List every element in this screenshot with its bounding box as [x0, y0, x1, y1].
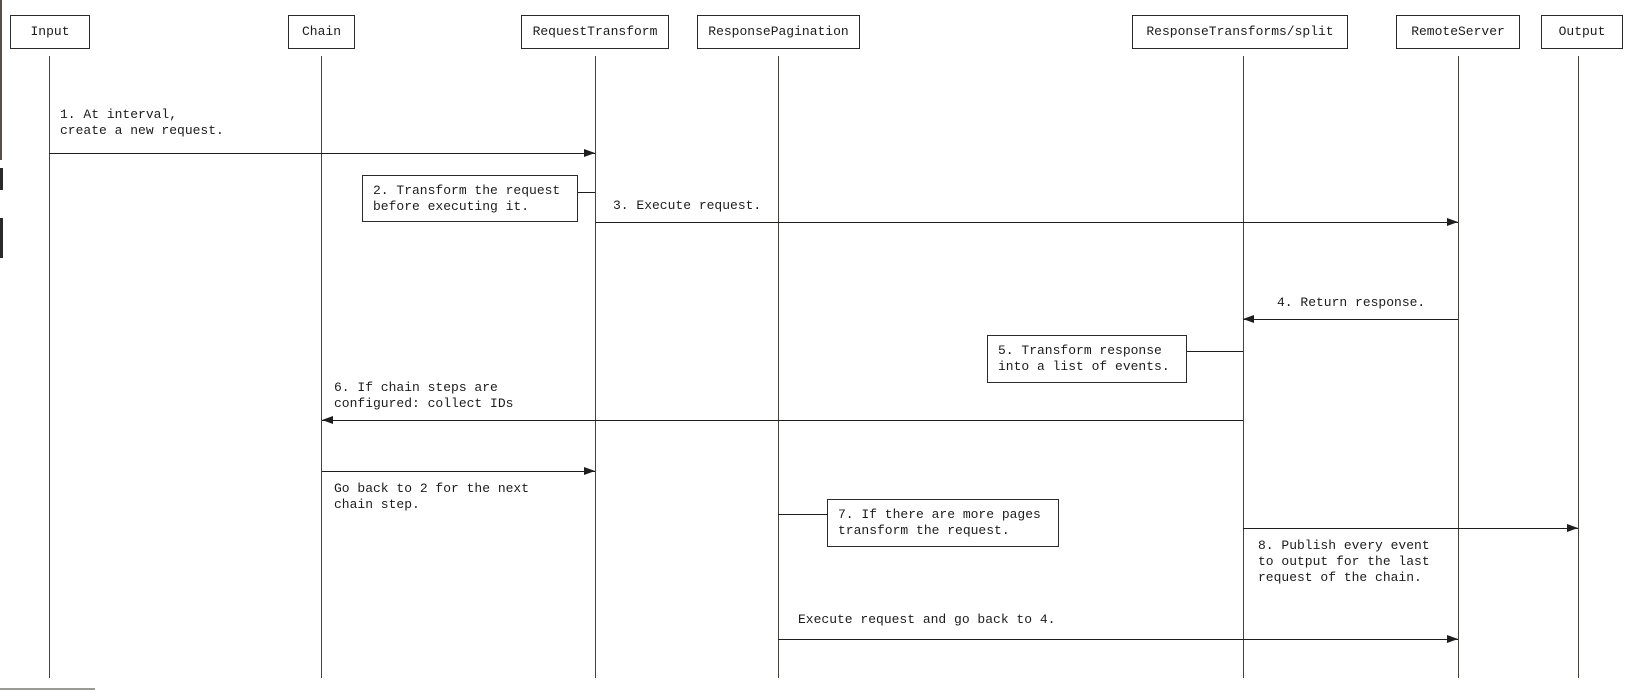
- note-5-connector: [1187, 351, 1243, 352]
- message-6-label: 6. If chain steps are configured: collec…: [334, 380, 513, 412]
- lifeline-requesttransform: [595, 56, 596, 678]
- lifeline-responsetransforms: [1243, 56, 1244, 678]
- note-7-connector: [778, 514, 827, 515]
- message-1-label: 1. At interval, create a new request.: [60, 107, 224, 139]
- actor-box-output: Output: [1541, 15, 1623, 49]
- left-edge-artifact: [0, 168, 3, 190]
- actor-box-requesttransform: RequestTransform: [521, 15, 669, 49]
- label-line: before executing it.: [373, 199, 530, 214]
- message-7-label: Go back to 2 for the next chain step.: [334, 481, 529, 513]
- label-line: configured: collect IDs: [334, 396, 514, 411]
- lifeline-chain: [321, 56, 322, 678]
- label-line: create a new request.: [60, 123, 224, 138]
- lifeline-responsepagination: [778, 56, 779, 678]
- label-line: 7. If there are more pages: [838, 507, 1041, 522]
- label-line: chain step.: [334, 497, 420, 512]
- lifeline-input: [49, 56, 50, 678]
- label-line: 1. At interval,: [60, 107, 178, 122]
- label-line: 3. Execute request.: [613, 198, 762, 213]
- label-line: 6. If chain steps are: [334, 380, 498, 395]
- message-8-label: 8. Publish every event to output for the…: [1258, 538, 1430, 586]
- message-6-arrow: [322, 416, 1243, 424]
- message-4-arrow: [1243, 315, 1458, 323]
- note-2-connector: [578, 192, 595, 193]
- label-line: into a list of events.: [998, 359, 1170, 374]
- left-edge-artifact: [0, 0, 2, 160]
- label-line: request of the chain.: [1258, 570, 1422, 585]
- message-4-label: 4. Return response.: [1277, 295, 1425, 311]
- message-3-arrow: [595, 218, 1458, 226]
- bottom-left-artifact: [0, 688, 95, 690]
- note-5: 5. Transform response into a list of eve…: [987, 335, 1187, 383]
- note-2: 2. Transform the request before executin…: [362, 175, 578, 222]
- message-execute-again-arrow: [778, 635, 1458, 643]
- actor-box-remoteserver: RemoteServer: [1396, 15, 1520, 49]
- note-7: 7. If there are more pages transform the…: [827, 499, 1059, 547]
- message-8-arrow: [1243, 524, 1578, 532]
- label-line: to output for the last: [1258, 554, 1430, 569]
- label-line: 8. Publish every event: [1258, 538, 1430, 553]
- left-edge-artifact: [0, 218, 3, 258]
- message-1-arrow: [49, 149, 595, 157]
- label-line: Execute request and go back to 4.: [798, 612, 1056, 627]
- lifeline-remoteserver: [1458, 56, 1459, 678]
- actor-box-input: Input: [10, 15, 90, 49]
- message-3-label: 3. Execute request.: [613, 198, 761, 214]
- message-execute-again-label: Execute request and go back to 4.: [798, 612, 1055, 628]
- label-line: 4. Return response.: [1277, 295, 1426, 310]
- actor-box-responsetransforms: ResponseTransforms/split: [1132, 15, 1348, 49]
- message-7-arrow: [322, 467, 595, 475]
- lifeline-output: [1578, 56, 1579, 678]
- label-line: transform the request.: [838, 523, 1010, 538]
- label-line: 2. Transform the request: [373, 183, 561, 198]
- actor-box-chain: Chain: [288, 15, 355, 49]
- label-line: 5. Transform response: [998, 343, 1162, 358]
- label-line: Go back to 2 for the next: [334, 481, 530, 496]
- actor-box-responsepagination: ResponsePagination: [697, 15, 860, 49]
